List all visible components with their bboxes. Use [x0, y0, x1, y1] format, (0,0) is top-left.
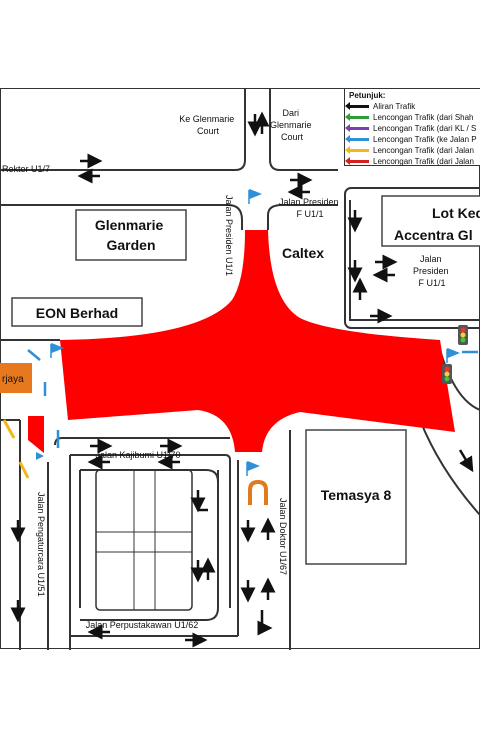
- legend-item: Lencongan Trafik (dari Shah: [345, 112, 480, 123]
- road-dari-glenmarie-court-l1: Dari: [282, 108, 299, 118]
- place-eon-berhad: EON Berhad: [36, 305, 118, 321]
- road-rektor: Rektor U1/7: [2, 164, 50, 174]
- place-accentra: Accentra Gl: [394, 227, 473, 243]
- legend-item: Lencongan Trafik (dari Jalan: [345, 145, 480, 156]
- road-presiden-f-right-l1: Jalan: [420, 254, 442, 264]
- road-presiden-u1-1: Jalan Presiden U1/1: [224, 195, 234, 276]
- yellow-detour-arrows: [2, 419, 30, 479]
- orange-building: [0, 363, 32, 393]
- place-lot-ked: Lot Ked: [432, 205, 480, 221]
- road-dari-glenmarie-court: Dari Glenmarie Court: [270, 108, 314, 142]
- legend-arrow-icon: [345, 157, 369, 165]
- legend-arrow-icon: [345, 124, 369, 132]
- legend-arrow-icon: [345, 135, 369, 143]
- place-caltex: Caltex: [282, 245, 324, 261]
- road-dari-glenmarie-court-l2: Glenmarie: [270, 120, 312, 130]
- legend-item-label: Lencongan Trafik (ke Jalan P: [373, 135, 477, 144]
- eon-berhad-box: [11, 297, 143, 327]
- flag-icon: [36, 452, 44, 460]
- legend-item-label: Lencongan Trafik (dari Jalan: [373, 146, 474, 155]
- place-glenmarie-garden: Glenmarie Garden: [95, 217, 167, 253]
- road-presiden-f-top-l1: Jalan Presiden: [279, 197, 339, 207]
- uturn-icon: [248, 479, 268, 505]
- place-temasya: Temasya 8: [321, 487, 392, 503]
- road-closure-area: [60, 230, 455, 452]
- road-perpustakawan: Jalan Perpustakawan U1/62: [86, 620, 199, 630]
- glenmarie-garden-box: [75, 209, 187, 261]
- road-presiden-f-top-l2: F U1/1: [296, 209, 323, 219]
- legend-arrow-icon: [345, 113, 369, 121]
- traffic-light-icon: [458, 325, 468, 345]
- blue-detour-arrows: [27, 349, 478, 448]
- traffic-light-icon: [442, 364, 452, 384]
- legend-arrow-icon: [345, 146, 369, 154]
- legend-item: Lencongan Trafik (dari KL / S: [345, 123, 480, 134]
- road-edges: [0, 88, 480, 650]
- flag-icon: [246, 460, 261, 476]
- road-ke-glenmarie-court: Ke Glenmarie Court: [179, 114, 237, 136]
- road-ke-glenmarie-court-l1: Ke Glenmarie: [179, 114, 234, 124]
- place-perjaya: rjaya: [2, 374, 24, 385]
- road-pengaturcara: Jalan Pengaturcara U1/51: [36, 492, 46, 597]
- legend-item-label: Lencongan Trafik (dari Shah: [373, 113, 474, 122]
- road-doktor: Jalan Doktor U1/67: [278, 498, 288, 575]
- legend-item: Lencongan Trafik (ke Jalan P: [345, 134, 480, 145]
- road-kajibumi: Jalan Kajibumi U1/70: [95, 450, 180, 460]
- traffic-flow-arrows: [10, 111, 474, 648]
- road-presiden-f-top: Jalan Presiden F U1/1: [279, 197, 341, 219]
- legend-item: Aliran Trafik: [345, 101, 480, 112]
- legend-arrow-icon: [345, 102, 369, 110]
- legend-item-label: Lencongan Trafik (dari KL / S: [373, 124, 477, 133]
- road-ke-glenmarie-court-l2: Court: [197, 126, 220, 136]
- lot-ked-box: [381, 195, 480, 247]
- place-glenmarie-garden-l2: Garden: [106, 237, 155, 253]
- road-presiden-f-right-l3: F U1/1: [418, 278, 445, 288]
- legend-title: Petunjuk:: [349, 91, 386, 100]
- road-presiden-f-right-l2: Presiden: [413, 266, 449, 276]
- legend-item-label: Aliran Trafik: [373, 102, 416, 111]
- blue-flags: [36, 188, 461, 476]
- flag-icon: [50, 342, 65, 358]
- temasya-box: [305, 429, 407, 565]
- road-presiden-f-right: Jalan Presiden F U1/1: [413, 254, 451, 288]
- flag-icon: [248, 188, 263, 204]
- road-dari-glenmarie-court-l3: Court: [281, 132, 304, 142]
- red-block-left: [28, 416, 44, 453]
- legend-item-label: Lencongan Trafik (dari Jalan: [373, 157, 474, 166]
- flag-icon: [446, 347, 461, 363]
- place-glenmarie-garden-l1: Glenmarie: [95, 217, 164, 233]
- legend-item: Lencongan Trafik (dari Jalan: [345, 156, 480, 166]
